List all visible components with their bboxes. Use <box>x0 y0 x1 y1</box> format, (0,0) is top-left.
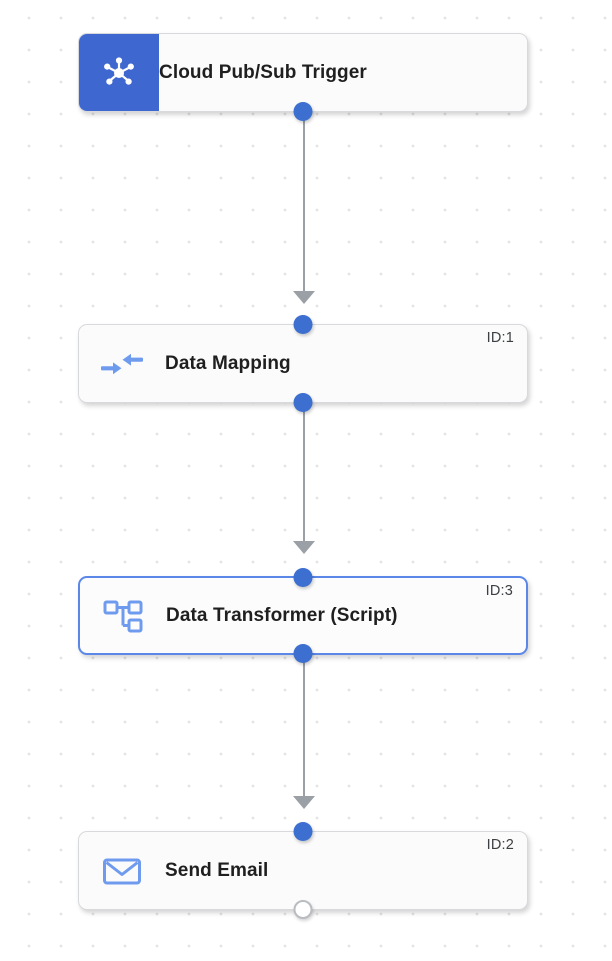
output-port[interactable] <box>293 102 313 121</box>
input-port[interactable] <box>293 822 313 841</box>
connector-trigger-to-mapping[interactable] <box>303 112 305 295</box>
connector-arrowhead-2 <box>293 541 315 554</box>
node-title: Data Mapping <box>165 352 291 374</box>
node-title: Cloud Pub/Sub Trigger <box>159 61 367 83</box>
node-id-badge: ID:1 <box>486 330 514 346</box>
connector-arrowhead-3 <box>293 796 315 809</box>
hierarchy-nodes-icon <box>80 578 166 653</box>
node-title: Send Email <box>165 859 269 881</box>
node-data-mapping[interactable]: Data Mapping ID:1 <box>78 315 528 412</box>
node-data-transformer-script[interactable]: Data Transformer (Script) ID:3 <box>78 568 528 663</box>
output-port[interactable] <box>293 900 313 919</box>
connector-transformer-to-email[interactable] <box>303 657 305 798</box>
output-port[interactable] <box>293 393 313 412</box>
node-title: Data Transformer (Script) <box>166 604 398 626</box>
node-id-badge: ID:3 <box>485 583 513 599</box>
pubsub-hub-icon <box>79 34 159 111</box>
connector-mapping-to-transformer[interactable] <box>303 403 305 543</box>
node-cloud-pubsub-trigger[interactable]: Cloud Pub/Sub Trigger <box>78 33 528 121</box>
output-port[interactable] <box>293 644 313 663</box>
node-send-email[interactable]: Send Email ID:2 <box>78 822 528 919</box>
node-id-badge: ID:2 <box>486 837 514 853</box>
envelope-icon <box>79 832 165 909</box>
data-mapping-arrows-icon <box>79 325 165 402</box>
connector-arrowhead-1 <box>293 291 315 304</box>
input-port[interactable] <box>293 568 313 587</box>
input-port[interactable] <box>293 315 313 334</box>
